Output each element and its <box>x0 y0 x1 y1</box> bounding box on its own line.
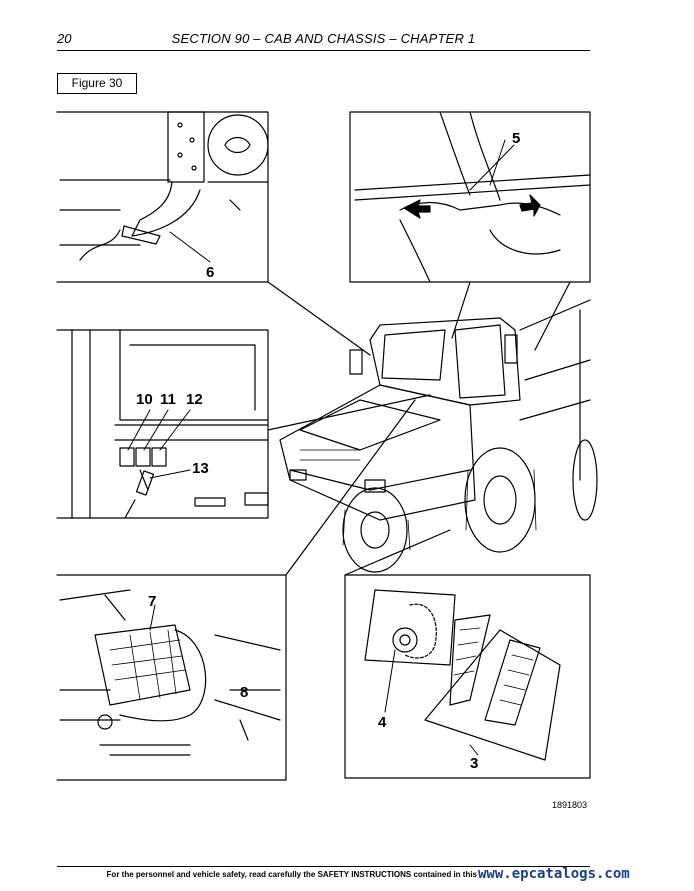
callout-11: 11 <box>160 391 176 408</box>
detail-frame-top-left <box>56 111 269 283</box>
detail-frame-top-right <box>349 111 591 283</box>
control-box-detail <box>59 589 281 756</box>
figure-label: Figure 30 <box>57 73 137 94</box>
callout-4: 4 <box>378 714 387 731</box>
callout-12: 12 <box>186 391 203 408</box>
footer-rule <box>57 866 590 867</box>
callout-7: 7 <box>148 593 156 610</box>
leader-mid-left <box>267 394 431 431</box>
header-rule <box>57 50 590 51</box>
exhaust-detail <box>59 111 269 261</box>
leader-bottom-right <box>344 529 451 576</box>
drawing-code: 1891803 <box>552 800 588 810</box>
leader-top-right <box>451 281 471 339</box>
pipe-detail <box>354 111 591 283</box>
callout-13: 13 <box>192 460 209 477</box>
section-title: SECTION 90 – CAB AND CHASSIS – CHAPTER 1 <box>171 31 476 46</box>
page-number: 20 <box>57 31 72 46</box>
detail-frame-bottom-left <box>56 574 287 781</box>
leader-top-left <box>267 281 371 356</box>
connector-detail <box>71 329 269 519</box>
page-header: 20 SECTION 90 – CAB AND CHASSIS – CHAPTE… <box>57 28 590 50</box>
callout-3: 3 <box>470 755 478 772</box>
callout-6: 6 <box>206 264 214 281</box>
pedal-detail <box>364 589 561 761</box>
callout-8: 8 <box>240 684 248 701</box>
articulated-dump-truck <box>279 299 598 573</box>
watermark-link[interactable]: www.epcatalogs.com <box>478 866 630 882</box>
leader-bottom-left <box>285 399 416 576</box>
leader-6 <box>169 231 211 263</box>
callout-5: 5 <box>512 130 520 147</box>
detail-frame-bottom-right <box>344 574 591 779</box>
leader-5 <box>469 144 515 191</box>
callout-10: 10 <box>136 391 153 408</box>
detail-frame-middle-left <box>56 329 269 519</box>
footer-safety-note: For the personnel and vehicle safety, re… <box>106 870 477 879</box>
